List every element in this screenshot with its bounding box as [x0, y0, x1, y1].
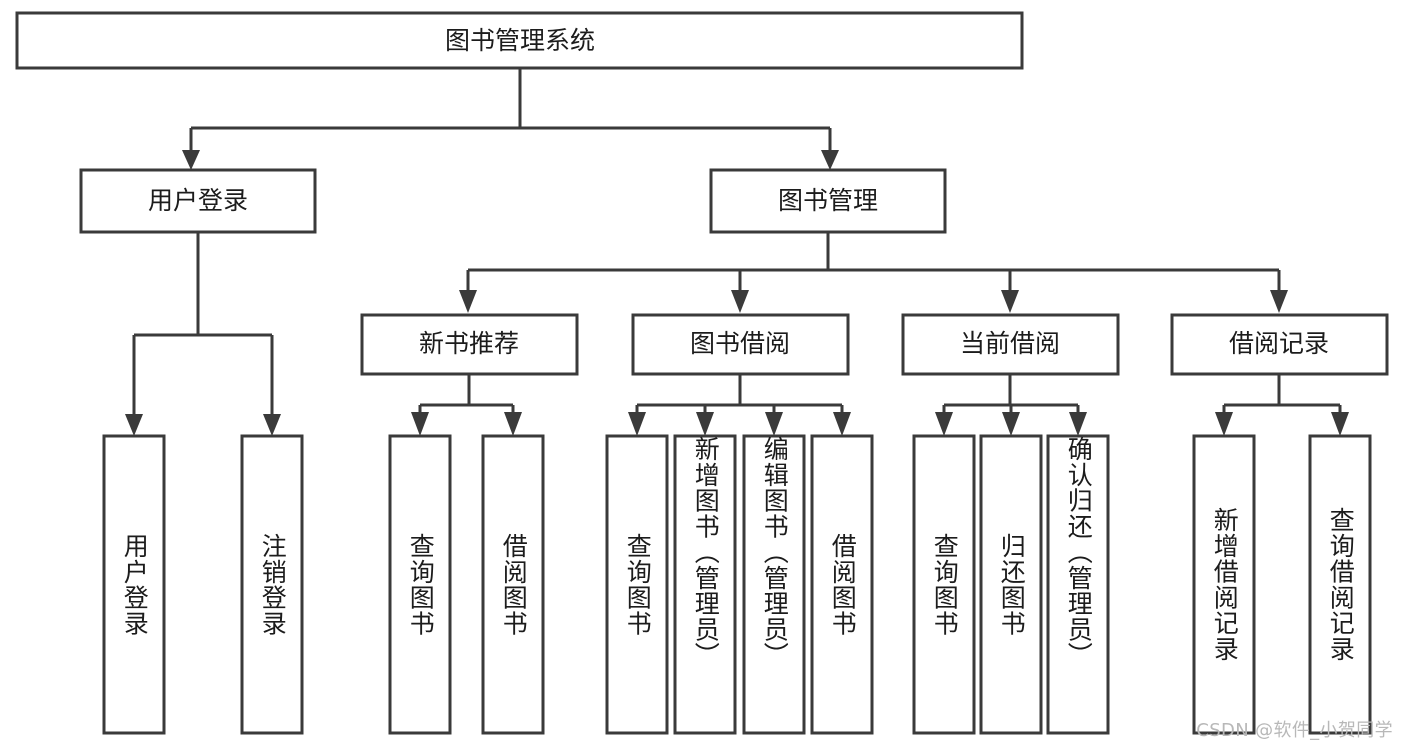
- leaf-box-query-book-recommend[interactable]: [388, 434, 452, 735]
- leaf-box-query-book-current[interactable]: [912, 434, 976, 735]
- arrow-head-book-borrow: [731, 290, 749, 313]
- leaf-box-borrow-book-recommend[interactable]: [481, 434, 545, 735]
- arrow-head-borrowrecord-leaf-1: [1215, 412, 1233, 436]
- node-user-login[interactable]: 用户登录: [79, 168, 317, 234]
- node-borrow-record-box[interactable]: [1170, 313, 1389, 376]
- arrow-head-user-login: [182, 150, 200, 170]
- connectors-group: [125, 68, 1349, 436]
- node-current-borrow-label: 当前借阅: [960, 329, 1060, 358]
- node-book-borrow-box[interactable]: [631, 313, 850, 376]
- arrow-head-new-book-recommend: [459, 290, 477, 313]
- arrow-head-current-borrow: [1001, 290, 1019, 313]
- node-user-login-box[interactable]: [79, 168, 317, 234]
- node-borrow-record-label: 借阅记录: [1229, 329, 1329, 358]
- node-borrow-record[interactable]: 借阅记录: [1170, 313, 1389, 376]
- arrow-head-currentborrow-leaf-3: [1069, 412, 1087, 436]
- node-book-borrow-label: 图书借阅: [690, 329, 790, 358]
- node-root-label: 图书管理系统: [445, 26, 595, 55]
- arrow-head-leaf-logout: [263, 414, 281, 436]
- leaf-box-borrow-book[interactable]: [810, 434, 874, 735]
- leaf-box-confirm-return-admin[interactable]: [1046, 434, 1110, 735]
- leaf-box-return-book[interactable]: [979, 434, 1043, 735]
- arrow-head-book-manage: [821, 150, 839, 170]
- node-root[interactable]: 图书管理系统: [15, 11, 1024, 70]
- arrow-head-currentborrow-leaf-2: [1002, 412, 1020, 436]
- leaf-box-user-login[interactable]: [102, 434, 166, 735]
- node-current-borrow-box[interactable]: [901, 313, 1120, 376]
- arrow-head-newbook-leaf-2: [504, 412, 522, 436]
- node-book-manage[interactable]: 图书管理: [709, 168, 947, 234]
- node-user-login-label: 用户登录: [148, 186, 248, 215]
- node-new-book-recommend[interactable]: 新书推荐: [360, 313, 579, 376]
- arrow-head-borrowrecord-leaf-2: [1331, 412, 1349, 436]
- node-book-manage-label: 图书管理: [778, 186, 878, 215]
- node-root-box[interactable]: [15, 11, 1024, 70]
- leaf-box-add-borrow-record[interactable]: [1192, 434, 1256, 735]
- node-book-manage-box[interactable]: [709, 168, 947, 234]
- arrow-head-bookborrow-leaf-4: [833, 412, 851, 436]
- leaf-box-query-book-borrow[interactable]: [605, 434, 669, 735]
- leaf-box-add-book-admin[interactable]: [673, 434, 737, 735]
- arrow-head-bookborrow-leaf-3: [765, 412, 783, 436]
- leaf-box-edit-book-admin[interactable]: [742, 434, 806, 735]
- csdn-watermark: CSDN @软件_小贺同学: [1196, 720, 1393, 741]
- arrow-head-newbook-leaf-1: [411, 412, 429, 436]
- leaf-box-logout[interactable]: [240, 434, 304, 735]
- leaf-box-query-borrow-record[interactable]: [1308, 434, 1372, 735]
- node-current-borrow[interactable]: 当前借阅: [901, 313, 1120, 376]
- arrow-head-leaf-user-login: [125, 414, 143, 436]
- arrow-head-bookborrow-leaf-1: [628, 412, 646, 436]
- arrow-head-borrow-record: [1270, 290, 1288, 313]
- arrow-head-bookborrow-leaf-2: [696, 412, 714, 436]
- node-new-book-recommend-box[interactable]: [360, 313, 579, 376]
- node-book-borrow[interactable]: 图书借阅: [631, 313, 850, 376]
- node-new-book-recommend-label: 新书推荐: [419, 329, 519, 358]
- arrow-head-currentborrow-leaf-1: [935, 412, 953, 436]
